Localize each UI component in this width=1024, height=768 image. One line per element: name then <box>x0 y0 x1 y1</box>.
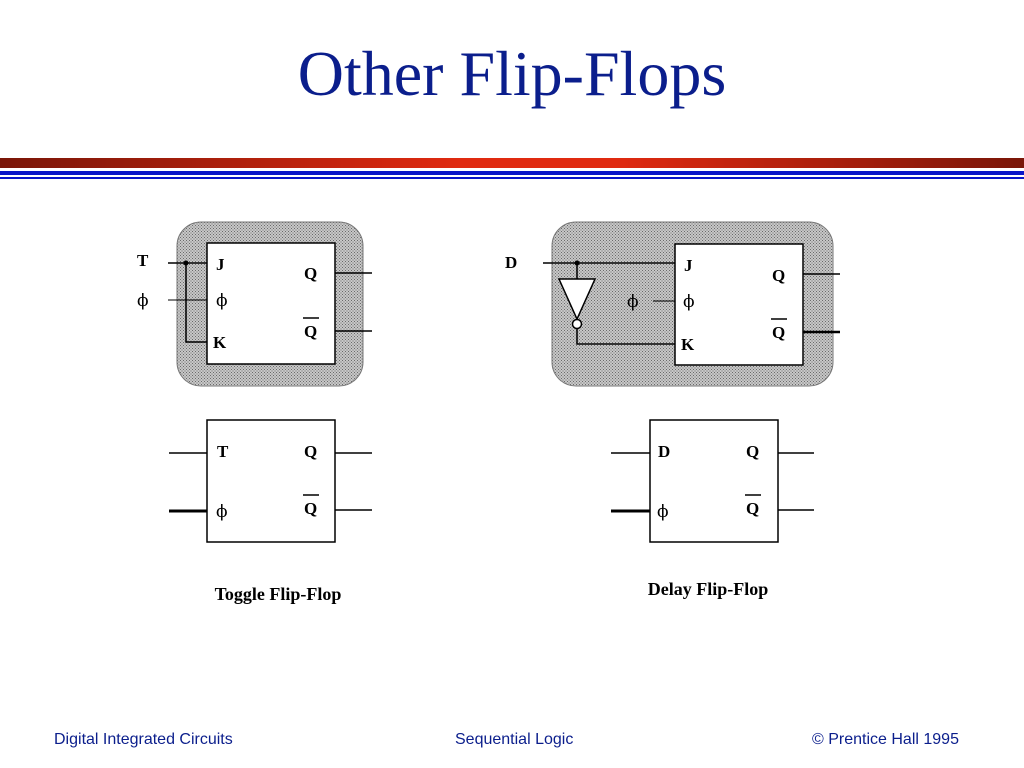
delay-symbol-qbar-label: Q <box>746 499 759 518</box>
toggle-jk-implementation: T ϕ J ϕ K Q Q <box>137 221 372 387</box>
toggle-k-wire <box>185 263 207 343</box>
delay-jk-implementation: D ϕ J ϕ K Q Q <box>505 221 840 387</box>
toggle-jk-k-label: K <box>213 333 227 352</box>
toggle-symbol-q-label: Q <box>304 442 317 461</box>
delay-jk-box <box>674 243 804 366</box>
toggle-symbol-qbar-label: Q <box>304 499 317 518</box>
delay-input-phi-label: ϕ <box>627 292 639 312</box>
inverter-bubble-icon <box>571 318 583 330</box>
delay-jk-q-label: Q <box>772 266 785 285</box>
delay-symbol-phi-label: ϕ <box>657 502 669 522</box>
toggle-jk-phi-label: ϕ <box>216 291 228 311</box>
toggle-symbol-box <box>206 419 336 543</box>
inverter-gate-icon <box>557 278 597 321</box>
toggle-jk-qbar-label: Q <box>304 322 317 341</box>
title-rule-red <box>0 158 1024 168</box>
delay-symbol-d-label: D <box>658 442 670 461</box>
toggle-symbol-t-label: T <box>217 442 229 461</box>
footer-chapter-title: Sequential Logic <box>455 731 574 748</box>
delay-symbol: D ϕ Q Q Delay Flip-Flop <box>611 419 814 599</box>
toggle-caption: Toggle Flip-Flop <box>215 584 342 604</box>
slide-title: Other Flip-Flops <box>297 38 727 109</box>
toggle-input-phi-label: ϕ <box>137 291 149 311</box>
delay-symbol-q-label: Q <box>746 442 759 461</box>
delay-jk-qbar-label: Q <box>772 323 785 342</box>
delay-jk-phi-label: ϕ <box>683 292 695 312</box>
delay-jk-k-label: K <box>681 335 695 354</box>
delay-k-wire <box>576 329 675 345</box>
delay-input-d-label: D <box>505 253 517 272</box>
title-rule-blue <box>0 171 1024 175</box>
delay-caption: Delay Flip-Flop <box>648 579 769 599</box>
toggle-jk-j-label: J <box>216 255 225 274</box>
toggle-jk-box <box>206 242 336 365</box>
delay-symbol-box <box>649 419 779 543</box>
toggle-input-t-label: T <box>137 251 149 270</box>
footer-copyright: © Prentice Hall 1995 <box>812 731 959 748</box>
delay-jk-j-label: J <box>684 256 693 275</box>
footer-course-title: Digital Integrated Circuits <box>54 731 233 748</box>
toggle-jk-q-label: Q <box>304 264 317 283</box>
toggle-symbol: T ϕ Q Q Toggle Flip-Flop <box>169 419 372 604</box>
title-rule-blue-thin <box>0 177 1024 179</box>
toggle-symbol-phi-label: ϕ <box>216 502 228 522</box>
